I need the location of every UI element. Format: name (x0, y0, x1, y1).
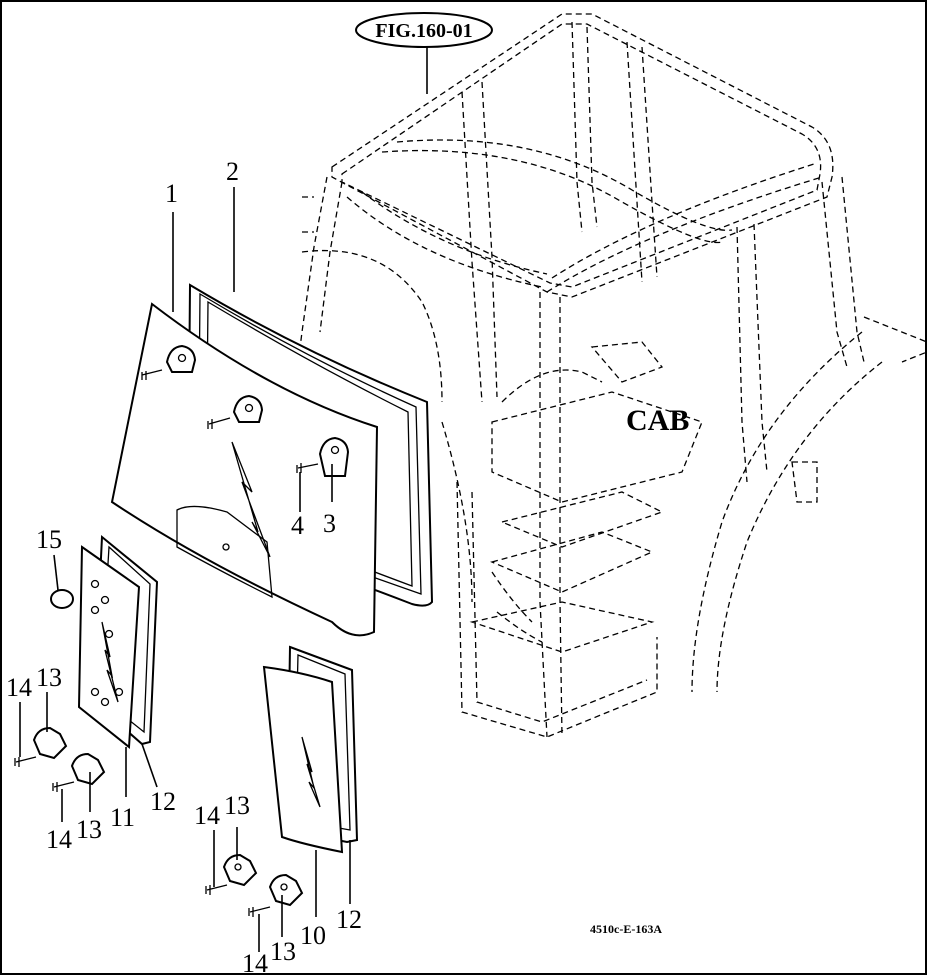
callout-11: 11 (110, 803, 135, 832)
callout-2: 2 (226, 157, 239, 186)
drawing-code: 4510c-E-163A (590, 922, 662, 936)
callout-14-b: 14 (46, 825, 72, 854)
callout-12-right: 12 (336, 905, 362, 934)
part-1-windshield-glass (110, 302, 379, 637)
figure-reference-text: FIG.160-01 (375, 20, 472, 42)
callout-14-c: 14 (194, 801, 220, 830)
callout-10: 10 (300, 921, 326, 950)
callout-numbers: 1 2 3 4 15 13 14 11 12 13 14 14 13 10 12… (6, 157, 362, 977)
callout-14-a: 14 (6, 673, 32, 702)
callout-13-a: 13 (36, 663, 62, 692)
callout-1: 1 (165, 179, 178, 208)
callout-4: 4 (291, 511, 304, 540)
callout-13-b: 13 (76, 815, 102, 844)
cab-frame (296, 13, 927, 738)
callout-13-d: 13 (270, 937, 296, 966)
callout-13-c: 13 (224, 791, 250, 820)
part-11-left-glass (77, 545, 141, 749)
part-13-14-right-fasteners (205, 853, 304, 917)
cab-label: CAB (626, 404, 689, 437)
callout-12-left: 12 (150, 787, 176, 816)
part-13-14-left-fasteners (14, 726, 106, 792)
part-10-right-glass (262, 665, 344, 854)
figure-reference-badge: FIG.160-01 (355, 12, 493, 48)
callout-3: 3 (323, 509, 336, 538)
leader-lines (19, 42, 428, 952)
callout-15: 15 (36, 525, 62, 554)
part-15-plug (50, 589, 74, 609)
callout-14-d: 14 (242, 949, 268, 977)
